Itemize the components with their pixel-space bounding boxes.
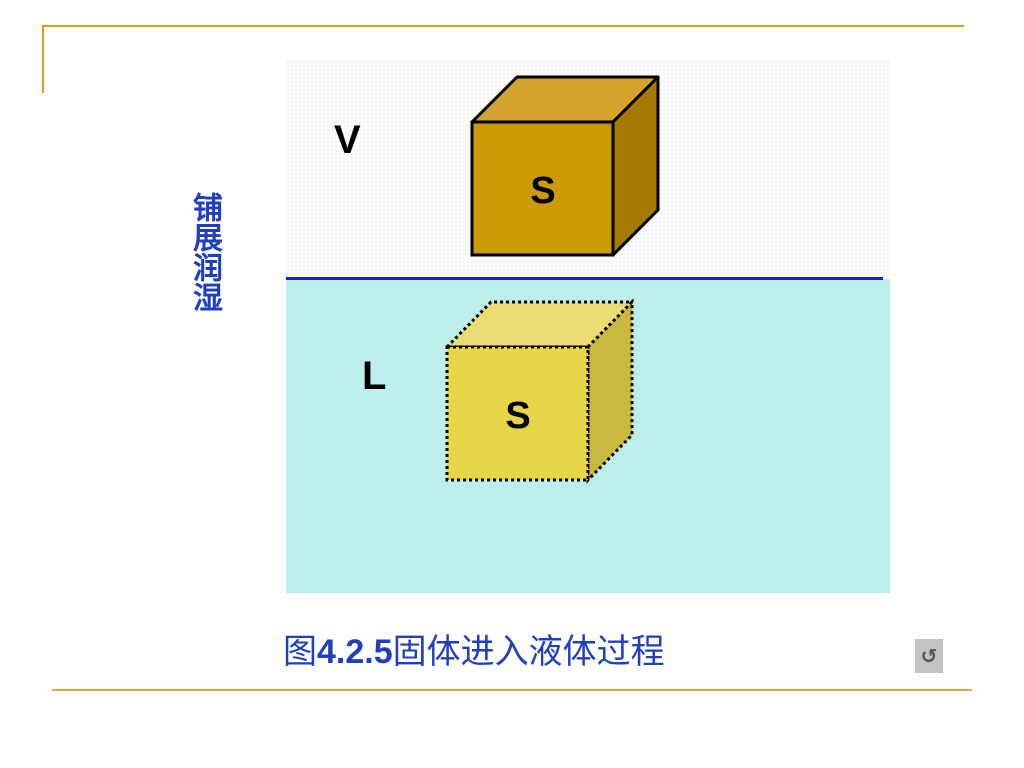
side-label: 铺展润湿 <box>187 192 222 312</box>
ghost-cube-front-face <box>445 345 590 482</box>
solid-cube-vapor: S <box>470 75 660 257</box>
return-arrow-icon: ↺ <box>920 644 938 668</box>
frame-bottom-rule <box>52 689 972 691</box>
ghost-cube-side-face <box>586 298 634 484</box>
figure-caption: 图4.2.5固体进入液体过程 <box>283 624 665 673</box>
cube-label-lower: S <box>505 395 530 437</box>
caption-prefix: 图 <box>283 632 317 672</box>
solid-cube-front-face <box>470 120 615 257</box>
cube-label-upper: S <box>530 170 555 212</box>
liquid-vapor-interface <box>286 277 883 280</box>
caption-number: 4.2.5 <box>317 633 393 671</box>
liquid-label: L <box>362 354 387 398</box>
ghost-cube-liquid: S <box>443 298 636 484</box>
caption-text: 固体进入液体过程 <box>392 632 665 672</box>
frame-top-rule <box>42 25 964 27</box>
vapor-label: V <box>334 118 361 162</box>
return-button[interactable]: ↺ <box>915 639 943 673</box>
frame-left-rule <box>42 25 44 93</box>
